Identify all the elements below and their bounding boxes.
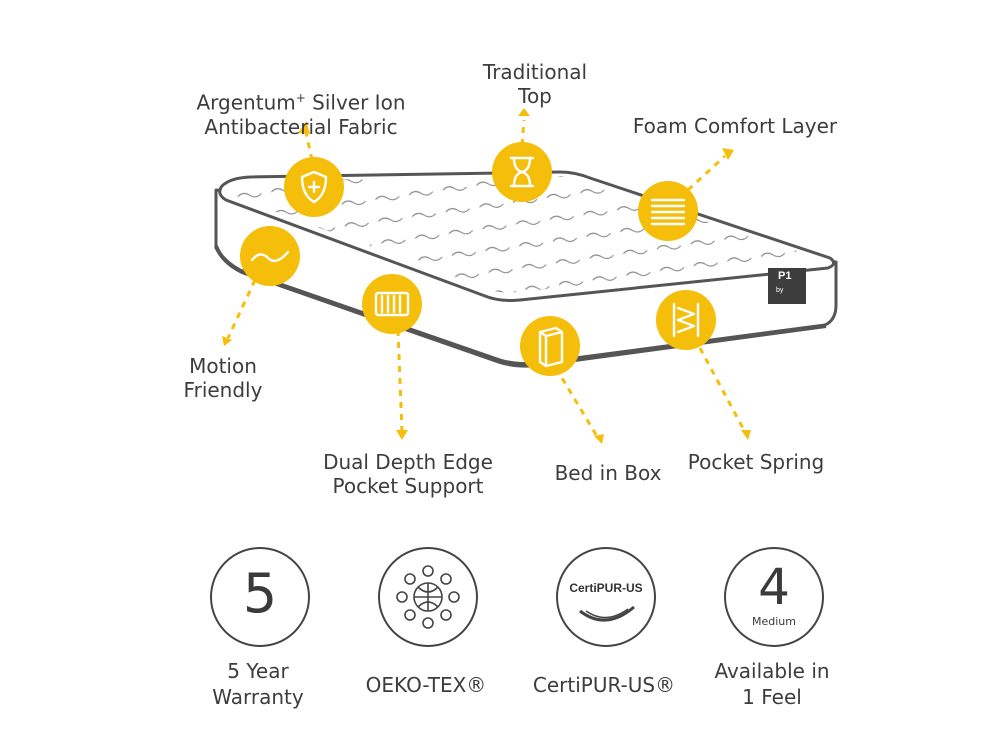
label-pocket-spring: Pocket Spring: [687, 450, 825, 474]
certipur-label: CertiPUR-US®: [532, 673, 676, 697]
label-traditional-top: Traditional Top: [482, 60, 588, 108]
warranty-label: 5 Year Warranty: [212, 659, 304, 709]
brand-tag-by: by: [776, 287, 784, 294]
wave-icon: [250, 250, 290, 263]
label-foam-comfort: Foam Comfort Layer: [632, 114, 838, 138]
oekotex-logo-icon: [396, 565, 460, 629]
box-icon: [538, 326, 564, 368]
hourglass-icon: [509, 156, 535, 188]
oekotex-badge: [378, 547, 478, 647]
label-bed-in-box: Bed in Box: [554, 461, 662, 485]
brand-tag: [768, 268, 806, 304]
certipur-badge: CertiPUR-US: [556, 547, 656, 647]
shield-plus-icon: [300, 170, 328, 204]
warranty-number: 5: [242, 562, 278, 625]
certipur-logo-text: CertiPUR-US: [569, 581, 643, 595]
pocket-springs-icon: [374, 291, 410, 317]
zigzag-spring-icon: [672, 302, 700, 338]
oekotex-label: OEKO-TEX®: [365, 673, 487, 697]
label-motion-friendly: Motion Friendly: [183, 354, 263, 402]
label-dual-depth: Dual Depth Edge Pocket Support: [323, 450, 493, 498]
brand-tag-model: P1: [778, 270, 792, 282]
feel-badge: 4 Medium: [724, 547, 824, 647]
feel-label: Available in 1 Feel: [714, 659, 830, 709]
feel-sub: Medium: [752, 615, 796, 628]
layers-icon: [650, 198, 686, 226]
feature-icons: [240, 142, 716, 376]
feel-number: 4: [758, 558, 790, 616]
certipur-logo-icon: [579, 605, 635, 622]
warranty-badge: 5: [210, 547, 310, 647]
